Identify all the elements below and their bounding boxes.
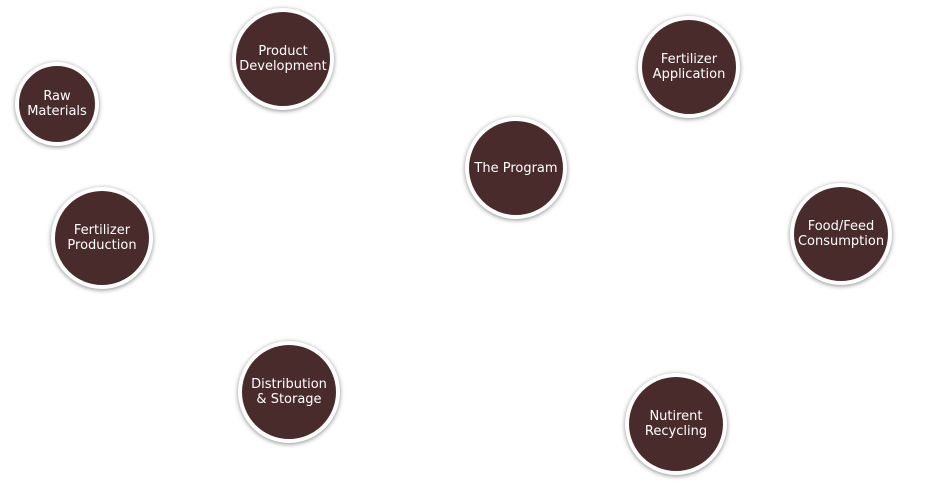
node-label-line: Distribution (251, 377, 327, 392)
node-label-line: Food/Feed (807, 219, 875, 234)
node-label-line: & Storage (256, 392, 322, 407)
node-label-line: Consumption (797, 234, 885, 249)
node-label-line: Fertilizer (660, 52, 718, 67)
node-label: Raw Materials (23, 89, 91, 119)
node-label-line: Application (652, 67, 726, 82)
node-label-line: Nutirent (649, 409, 703, 424)
node-label-line: Product (258, 44, 308, 59)
node-label: Fertilizer Application (649, 52, 730, 82)
node-product-development[interactable]: Product Development (232, 8, 334, 110)
node-label-line: Recycling (644, 424, 708, 439)
node-fertilizer-production[interactable]: Fertilizer Production (51, 187, 153, 289)
node-label: Nutirent Recycling (641, 409, 711, 439)
node-fertilizer-application[interactable]: Fertilizer Application (638, 16, 740, 118)
node-raw-materials[interactable]: Raw Materials (15, 62, 99, 146)
node-distribution-storage[interactable]: Distribution & Storage (238, 341, 340, 443)
node-label: The Program (470, 161, 561, 176)
node-label-line: The Program (474, 160, 558, 176)
node-label: Product Development (235, 44, 331, 74)
node-label-line: Raw (43, 89, 71, 104)
node-the-program[interactable]: The Program (465, 117, 567, 219)
node-food-feed-consumption[interactable]: Food/Feed Consumption (790, 183, 892, 285)
node-label: Distribution & Storage (247, 377, 331, 407)
node-label-line: Production (67, 238, 137, 253)
node-label: Fertilizer Production (63, 223, 140, 253)
node-label: Food/Feed Consumption (794, 219, 888, 249)
node-label-line: Development (239, 59, 327, 74)
node-label-line: Fertilizer (73, 223, 131, 238)
node-label-line: Materials (27, 104, 87, 119)
node-nutrient-recycling[interactable]: Nutirent Recycling (625, 373, 727, 475)
